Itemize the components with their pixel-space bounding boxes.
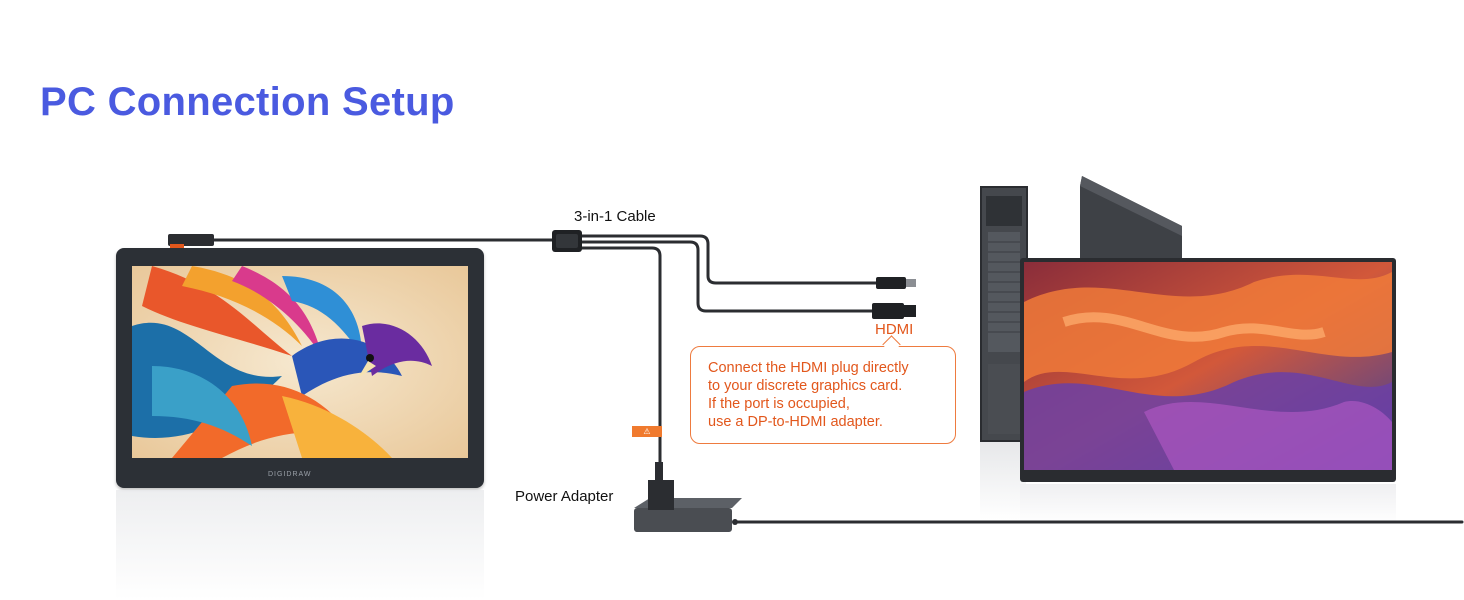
tablet-reflection	[116, 490, 484, 600]
power-adapter	[634, 462, 742, 532]
tablet-screen-artwork	[132, 266, 468, 458]
note-line: to your discrete graphics card.	[708, 378, 903, 394]
hdmi-note-callout: Connect the HDMI plug directly to your d…	[690, 346, 956, 444]
hdmi-cable-branch	[580, 240, 874, 313]
warning-tag: ⚠	[632, 426, 662, 437]
hdmi-label: HDMI	[875, 321, 914, 338]
monitor-reflection	[1020, 484, 1396, 524]
hdmi-plug	[872, 303, 916, 319]
tablet-brand-logo: DIGIDRAW	[268, 471, 312, 478]
tower-reflection	[980, 440, 1026, 520]
cable-splitter	[552, 230, 582, 252]
usb-a-plug	[876, 277, 916, 289]
note-line: If the port is occupied,	[708, 396, 850, 412]
monitor-screen-wallpaper	[1024, 262, 1392, 470]
power-cable-branch	[580, 246, 662, 480]
warning-icon: ⚠	[643, 427, 651, 436]
note-line: Connect the HDMI plug directly	[708, 360, 909, 376]
note-line: use a DP-to-HDMI adapter.	[708, 414, 883, 430]
power-adapter-label: Power Adapter	[515, 488, 614, 505]
page-title: PC Connection Setup	[40, 80, 455, 124]
usb-c-plug	[168, 234, 214, 248]
cable-label: 3-in-1 Cable	[574, 208, 656, 225]
usb-cable-branch	[580, 234, 878, 285]
